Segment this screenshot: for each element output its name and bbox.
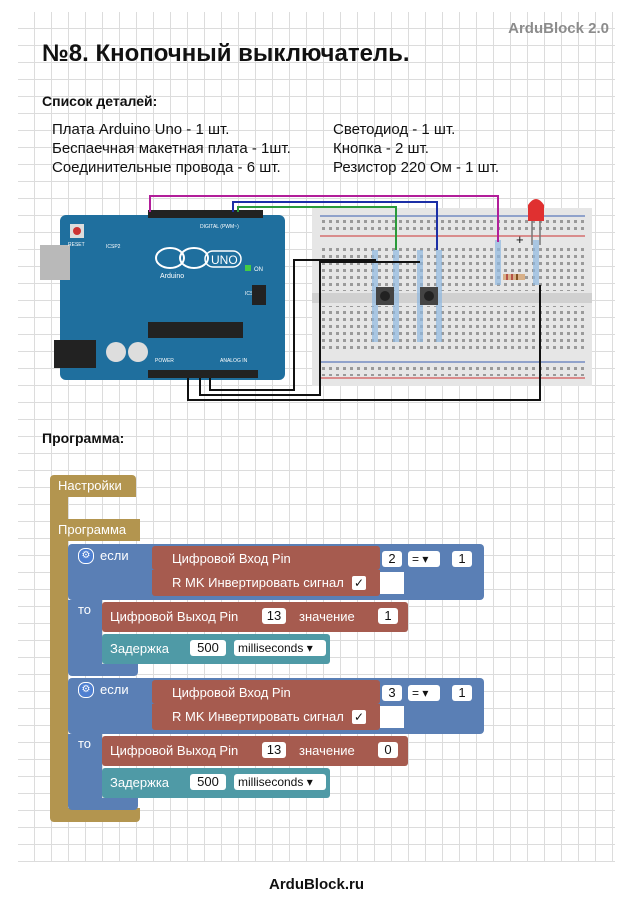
- if-block-1-arm: [68, 600, 102, 670]
- power-header: [148, 370, 258, 378]
- digital-read-label: Цифровой Вход Pin: [172, 551, 291, 566]
- gear-icon[interactable]: ⚙: [78, 548, 94, 564]
- loop-arm: [50, 541, 68, 811]
- then-label: то: [78, 736, 92, 751]
- delay-field[interactable]: 500: [190, 774, 226, 790]
- value-label: значение: [299, 743, 355, 758]
- parts-item: Соединительные провода - 6 шт.: [52, 159, 281, 176]
- analog-label: ANALOG IN: [220, 358, 248, 364]
- pin-field[interactable]: 2: [382, 551, 402, 567]
- footer-link[interactable]: ArduBlock.ru: [268, 876, 364, 893]
- power-jack: [54, 340, 96, 368]
- resistor: [503, 274, 525, 280]
- chip: [148, 322, 243, 338]
- on-label: ON: [254, 267, 263, 273]
- wires: [149, 195, 541, 401]
- chevron-down-icon: ▾: [422, 686, 429, 700]
- digital-header: [148, 210, 263, 218]
- if-block-2-bottom: [68, 798, 138, 810]
- value-label: значение: [299, 609, 355, 624]
- pin-field[interactable]: 3: [382, 685, 402, 701]
- operator-value: =: [412, 552, 420, 566]
- chevron-down-icon: ▾: [422, 552, 429, 566]
- delay-unit-dropdown[interactable]: milliseconds ▾: [234, 774, 326, 790]
- invert-block[interactable]: [152, 704, 380, 730]
- breadboard: +: [312, 199, 592, 386]
- program-heading: Программа:: [42, 430, 125, 446]
- icsp-label: ICSP: [245, 291, 257, 297]
- if-label: если: [100, 682, 129, 697]
- digital-read-block[interactable]: [152, 680, 380, 704]
- operator-dropdown[interactable]: = ▾: [408, 685, 440, 701]
- usb-port: [40, 245, 70, 280]
- digital-read-block[interactable]: [152, 546, 380, 570]
- parts-item: Светодиод - 1 шт.: [333, 121, 456, 138]
- if-block-1-bottom: [68, 664, 138, 676]
- page-title: №8. Кнопочный выключатель.: [42, 40, 410, 67]
- loop-block[interactable]: Программа: [50, 519, 140, 541]
- reset-label: RESET: [68, 242, 85, 248]
- chevron-down-icon: ▾: [306, 641, 313, 655]
- write-value-field[interactable]: 0: [378, 742, 398, 758]
- if-label: если: [100, 548, 129, 563]
- then-label: то: [78, 602, 92, 617]
- digital-write-label: Цифровой Выход Pin: [110, 609, 239, 624]
- write-pin-field[interactable]: 13: [262, 742, 286, 758]
- circuit-diagram: RESET ICSP2 DIGITAL (PWM~) POWER ANALOG …: [40, 195, 592, 401]
- parts-heading: Список деталей:: [42, 93, 158, 109]
- loop-label: Программа: [58, 522, 127, 537]
- chevron-down-icon: ▾: [306, 775, 313, 789]
- write-pin-field[interactable]: 13: [262, 608, 286, 624]
- invert-checkbox[interactable]: ✓: [352, 710, 366, 724]
- parts-item: Кнопка - 2 шт.: [333, 140, 429, 157]
- invert-block[interactable]: [152, 570, 380, 596]
- setup-label: Настройки: [58, 478, 122, 493]
- arduino-board: RESET ICSP2 DIGITAL (PWM~) POWER ANALOG …: [40, 210, 285, 380]
- if-block-2-arm: [68, 734, 102, 804]
- loop-bottom: [50, 808, 140, 822]
- digital-read-label: Цифровой Вход Pin: [172, 685, 291, 700]
- delay-unit: milliseconds: [238, 641, 304, 655]
- parts-list-left: Плата Arduino Uno - 1 шт. Беспаечная мак…: [52, 120, 291, 177]
- delay-unit: milliseconds: [238, 775, 304, 789]
- arduino-brand: Arduino: [160, 273, 184, 280]
- icsp2-label: ICSP2: [106, 244, 121, 250]
- digital-write-label: Цифровой Выход Pin: [110, 743, 239, 758]
- uno-logo: UNO: [211, 253, 238, 267]
- digital-write-block[interactable]: [102, 602, 408, 632]
- compare-field[interactable]: 1: [452, 551, 472, 567]
- plus-label: +: [516, 232, 524, 247]
- parts-item: Беспаечная макетная плата - 1шт.: [52, 140, 291, 157]
- digital-write-block[interactable]: [102, 736, 408, 766]
- led: [528, 199, 544, 221]
- setup-block[interactable]: Настройки: [50, 475, 136, 497]
- gear-icon[interactable]: ⚙: [78, 682, 94, 698]
- operator-value: =: [412, 686, 420, 700]
- empty-slot: [380, 572, 404, 594]
- digital-label: DIGITAL (PWM~): [200, 224, 239, 230]
- setup-arm: [50, 497, 68, 521]
- brand-label: ArduBlock 2.0: [508, 20, 609, 37]
- compare-field[interactable]: 1: [452, 685, 472, 701]
- write-value-field[interactable]: 1: [378, 608, 398, 624]
- delay-label: Задержка: [110, 775, 170, 790]
- invert-checkbox[interactable]: ✓: [352, 576, 366, 590]
- delay-label: Задержка: [110, 641, 170, 656]
- parts-item: Резистор 220 Ом - 1 шт.: [333, 159, 500, 176]
- parts-item: Плата Arduino Uno - 1 шт.: [52, 121, 230, 138]
- invert-label: R MK Инвертировать сигнал: [172, 709, 344, 724]
- delay-field[interactable]: 500: [190, 640, 226, 656]
- parts-list-right: Светодиод - 1 шт. Кнопка - 2 шт. Резисто…: [333, 120, 499, 177]
- power-label: POWER: [155, 358, 174, 364]
- operator-dropdown[interactable]: = ▾: [408, 551, 440, 567]
- invert-label: R MK Инвертировать сигнал: [172, 575, 344, 590]
- empty-slot: [380, 706, 404, 728]
- delay-unit-dropdown[interactable]: milliseconds ▾: [234, 640, 326, 656]
